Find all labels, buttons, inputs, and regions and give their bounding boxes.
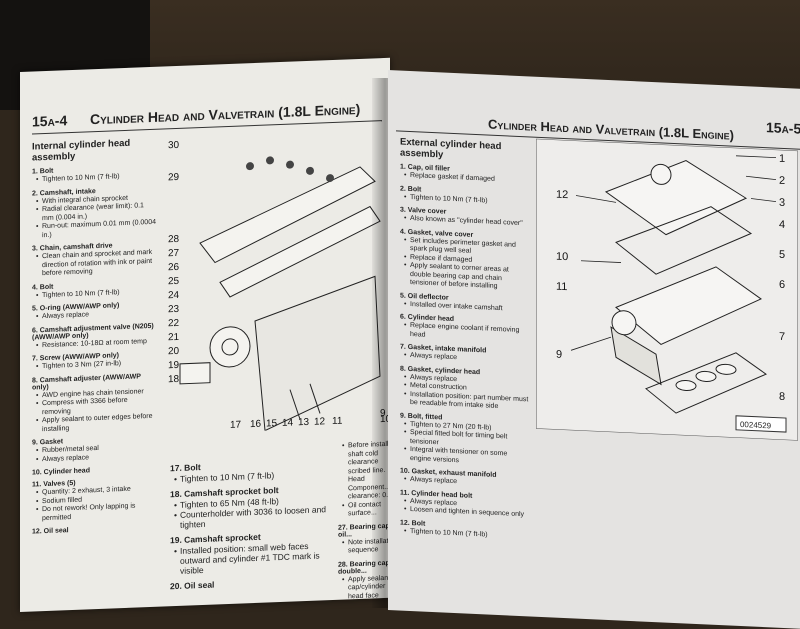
- page-number: 15a-4: [32, 112, 68, 130]
- callout-number: 18: [168, 374, 180, 385]
- callout-number: 3: [779, 197, 785, 209]
- item-list: 1. BoltTighten to 10 Nm (7 ft-lb)2. Cams…: [32, 164, 157, 536]
- list-item: 2. Camshaft, intakeWith integral chain s…: [32, 185, 157, 240]
- parts-list: Internal cylinder head assembly 1. BoltT…: [32, 137, 157, 536]
- figure-id: 0024529: [740, 420, 772, 430]
- list-item: 6. Camshaft adjustment valve (N205) (AWW…: [32, 322, 157, 350]
- callout-number: 23: [168, 304, 180, 315]
- list-item: 9. Bolt, fittedTighten to 27 Nm (20 ft-l…: [400, 412, 530, 468]
- page-number: 15a-5: [766, 119, 800, 137]
- list-item: 1. BoltTighten to 10 Nm (7 ft-lb): [32, 164, 157, 185]
- callout-number: 7: [779, 331, 785, 343]
- item-title: 12. Oil seal: [32, 527, 69, 536]
- list-item: 5. Oil deflectorInstalled over intake ca…: [400, 292, 530, 314]
- callout-number: 26: [168, 262, 180, 273]
- parts-list: External cylinder head assembly 1. Cap, …: [400, 137, 530, 542]
- callout-number: 20: [168, 346, 180, 357]
- list-item: 4. BoltTighten to 10 Nm (7 ft-lb): [32, 279, 157, 300]
- list-item: 10. Gasket, exhaust manifoldAlways repla…: [400, 468, 530, 490]
- callout-number: 15: [266, 418, 278, 429]
- section-title: Internal cylinder head assembly: [32, 137, 131, 164]
- item-note: Apply sealant to outer edges before inst…: [42, 413, 157, 434]
- callout-number: 1: [779, 153, 785, 165]
- item-note: Installed position: small web faces outw…: [180, 540, 335, 576]
- list-item: 20. Oil seal: [170, 575, 335, 592]
- list-item: 1. Cap, oil fillerReplace gasket if dama…: [400, 164, 530, 186]
- callout-number: 9: [556, 349, 562, 361]
- callout-number: 28: [168, 234, 180, 245]
- callout-number: 29: [168, 172, 180, 183]
- lower-parts-list: 17. BoltTighten to 10 Nm (7 ft-lb)18. Ca…: [170, 452, 335, 591]
- callout-number: 5: [779, 249, 785, 261]
- item-note: Do not rework! Only lapping is permitted: [42, 502, 157, 523]
- callout-number: 24: [168, 290, 180, 301]
- section-title: External cylinder head assembly: [400, 136, 502, 161]
- item-note: Apply sealant...: [348, 608, 390, 612]
- callout-number: 2: [779, 175, 785, 187]
- list-item: 18. Camshaft sprocket boltTighten to 65 …: [170, 483, 335, 530]
- list-item: 7. Gasket, intake manifoldAlways replace: [400, 344, 530, 366]
- list-item: 2. BoltTighten to 10 Nm (7 ft-lb): [400, 185, 530, 207]
- callout-number: 9: [380, 408, 386, 419]
- item-note: Run-out: maximum 0.01 mm (0.0004 in.): [42, 219, 157, 240]
- list-item: 3. Chain, camshaft driveClean chain and …: [32, 241, 157, 279]
- list-item: 17. BoltTighten to 10 Nm (7 ft-lb): [170, 457, 335, 484]
- list-item: 9. GasketRubber/metal sealAlways replace: [32, 435, 157, 465]
- callout-number: 8: [779, 391, 785, 403]
- list-item: 6. Cylinder headReplace engine coolant i…: [400, 314, 530, 345]
- callout-number: 19: [168, 360, 180, 371]
- callout-number: 12: [556, 189, 568, 202]
- callout-number: 14: [282, 417, 294, 428]
- callout-number: 12: [314, 416, 326, 427]
- callout-number: 27: [168, 248, 180, 259]
- callout-number: 25: [168, 276, 180, 287]
- list-item: 4. Gasket, valve coverSet includes perim…: [400, 228, 530, 293]
- list-item: 8. Camshaft adjuster (AWW/AWP only)AWD e…: [32, 372, 157, 434]
- list-item: 7. Screw (AWW/AWP only)Tighten to 3 Nm (…: [32, 351, 157, 372]
- page-header: Cylinder Head and Valvetrain (1.8L Engin…: [488, 116, 734, 143]
- callout-number: 11: [332, 416, 343, 427]
- right-page: Cylinder Head and Valvetrain (1.8L Engin…: [388, 70, 800, 629]
- callout-number: 16: [250, 419, 262, 430]
- item-title: 20. Oil seal: [170, 579, 215, 592]
- item-note: Apply sealant to corner areas at double …: [410, 262, 530, 293]
- list-item: 11. Cylinder head boltAlways replaceLoos…: [400, 489, 530, 520]
- callout-number: 21: [168, 332, 180, 343]
- item-note: Clean chain and sprocket and mark direct…: [42, 249, 157, 279]
- list-item: 10. Cylinder head: [32, 465, 157, 477]
- callout-number: 10: [380, 414, 390, 425]
- list-item: 19. Camshaft sprocketInstalled position:…: [170, 529, 335, 576]
- list-item: 12. Oil seal: [32, 524, 157, 536]
- list-item: 8. Gasket, cylinder headAlways replaceMe…: [400, 365, 530, 413]
- item-list: 1. Cap, oil fillerReplace gasket if dama…: [400, 164, 530, 542]
- lower-item-list: 17. BoltTighten to 10 Nm (7 ft-lb)18. Ca…: [170, 457, 335, 591]
- list-item: 3. Valve coverAlso known as "cylinder he…: [400, 207, 530, 229]
- callout-number: 11: [556, 281, 567, 294]
- list-item: 12. BoltTighten to 10 Nm (7 ft-lb): [400, 519, 530, 541]
- left-page: 15a-4 Cylinder Head and Valvetrain (1.8L…: [20, 57, 390, 613]
- callout-number: 30: [168, 140, 180, 151]
- callout-number: 17: [230, 419, 242, 430]
- list-item: 11. Valves (5)Quantity: 2 exhaust, 3 int…: [32, 477, 157, 524]
- internal-head-diagram: 30 29 28 27 26 25 24 23 22 21 20 19 18 17 16 15 14 13 12 11…: [168, 140, 390, 432]
- callout-number: 6: [779, 279, 785, 291]
- callout-number: 4: [779, 219, 785, 231]
- list-item: 5. O-ring (AWW/AWP only)Always replace: [32, 301, 157, 322]
- callout-number: 10: [556, 251, 568, 264]
- item-title: 10. Cylinder head: [32, 467, 90, 477]
- callout-number: 22: [168, 318, 180, 329]
- callout-number: 13: [298, 417, 310, 428]
